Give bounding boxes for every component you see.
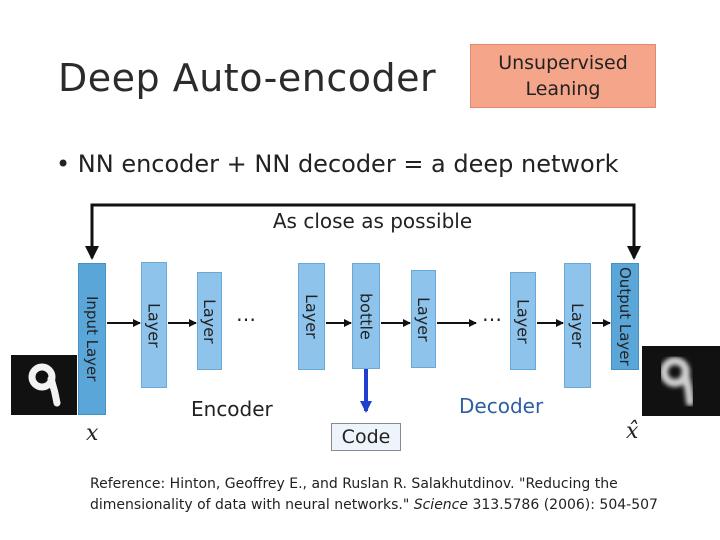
- output-variable: x̂: [626, 419, 639, 444]
- decoder-label: Decoder: [459, 394, 544, 418]
- badge-line-1: Unsupervised: [498, 52, 628, 74]
- feedback-arrow-left-head: [85, 246, 99, 260]
- decoder-layer-2: Layer: [510, 272, 536, 370]
- bullet-point: • NN encoder + NN decoder = a deep netwo…: [56, 150, 619, 178]
- unsupervised-learning-badge: Unsupervised Leaning: [470, 44, 656, 108]
- encoder-ellipsis: …: [236, 302, 256, 326]
- badge-line-2: Leaning: [525, 78, 601, 100]
- reference-journal: Science: [413, 497, 468, 513]
- output-layer: Output Layer: [611, 263, 639, 370]
- feedback-bracket: [90, 203, 636, 258]
- page-title: Deep Auto-encoder: [58, 56, 437, 100]
- input-variable: x: [86, 421, 99, 446]
- digit-nine-input-image: [11, 355, 77, 415]
- decoder-layer-1: Layer: [411, 270, 436, 368]
- decoder-layer-3: Layer: [564, 263, 591, 388]
- feedback-arrow-right-head: [627, 246, 641, 260]
- code-box: Code: [331, 423, 401, 451]
- input-layer: Input Layer: [78, 263, 106, 415]
- feedback-label: As close as possible: [272, 209, 473, 233]
- encoder-layer-1: Layer: [141, 262, 167, 388]
- bottleneck-layer: bottle: [352, 263, 380, 369]
- reference-citation: Reference: Hinton, Geoffrey E., and Rusl…: [90, 474, 700, 516]
- encoder-label: Encoder: [191, 397, 273, 421]
- encoder-layer-2: Layer: [197, 272, 222, 370]
- encoder-layer-3: Layer: [298, 263, 325, 370]
- decoder-ellipsis: …: [482, 302, 502, 326]
- digit-nine-reconstruction-image: [642, 346, 720, 416]
- reference-suffix: 313.5786 (2006): 504-507: [468, 497, 658, 513]
- reference-prefix: Reference: Hinton, Geoffrey E., and Rusl…: [90, 476, 618, 513]
